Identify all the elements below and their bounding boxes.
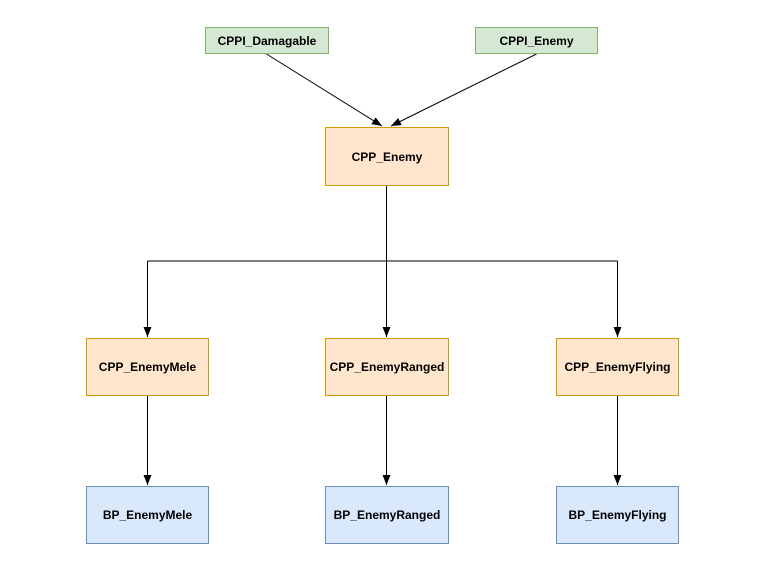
node-bp-enemyflying: BP_EnemyFlying (556, 486, 679, 544)
node-cppi-damagable: CPPI_Damagable (205, 27, 329, 54)
node-cppi-enemy: CPPI_Enemy (475, 27, 598, 54)
edge-cppi-enemy-to-cpp-enemy (390, 53, 537, 127)
node-cpp-enemymele: CPP_EnemyMele (86, 338, 209, 396)
edge-cppi-damagable-to-cpp-enemy (266, 53, 383, 127)
node-cpp-enemyranged: CPP_EnemyRanged (325, 338, 449, 396)
node-cpp-enemyflying: CPP_EnemyFlying (556, 338, 679, 396)
node-cpp-enemy: CPP_Enemy (325, 127, 449, 186)
node-bp-enemymele: BP_EnemyMele (86, 486, 209, 544)
node-bp-enemyranged: BP_EnemyRanged (325, 486, 449, 544)
